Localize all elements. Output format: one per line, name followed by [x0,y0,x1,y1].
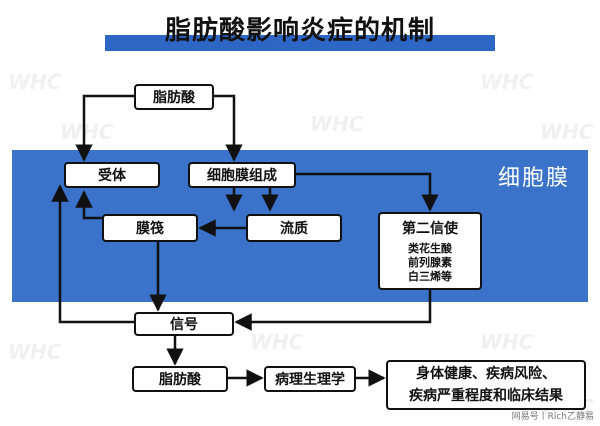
page-title: 脂肪酸影响炎症的机制 [164,16,435,46]
title-area: 脂肪酸影响炎症的机制 [0,0,600,60]
watermark: WHC [480,70,534,94]
second-messenger-item: 白三烯等 [408,270,452,283]
source-footer: 网易号丨Rich乙静易 [511,412,594,422]
second-messenger-node: 第二信使 类花生酸 前列腺素 白三烯等 [378,212,482,290]
watermark: WHC [8,340,62,364]
second-messenger-title: 第二信使 [402,221,458,237]
fluidity-node: 流质 [246,214,342,242]
pathophysiology-node: 病理生理学 [264,366,356,392]
watermark: WHC [8,70,62,94]
watermark: WHC [310,112,364,136]
title-underline-bar [105,35,495,51]
receptor-node: 受体 [64,162,160,188]
cell-membrane-label: 细胞膜 [497,166,570,191]
second-messenger-item: 类花生酸 [408,242,452,255]
watermark: WHC [540,120,594,144]
membrane-composition-node: 细胞膜组成 [188,162,296,188]
watermark: WHC [60,120,114,144]
second-messenger-item: 前列腺素 [408,256,452,269]
outcome-line: 身体健康、疾病风险、 [416,366,556,382]
signal-node: 信号 [134,312,234,336]
outcome-node: 身体健康、疾病风险、 疾病严重程度和临床结果 [386,360,586,410]
watermark: WHC [250,330,304,354]
watermark: WHC [480,330,534,354]
raft-node: 膜筏 [102,214,198,242]
outcome-line: 疾病严重程度和临床结果 [409,388,563,404]
fatty-acid-bottom-node: 脂肪酸 [132,366,228,392]
fatty-acid-top-node: 脂肪酸 [134,84,214,110]
